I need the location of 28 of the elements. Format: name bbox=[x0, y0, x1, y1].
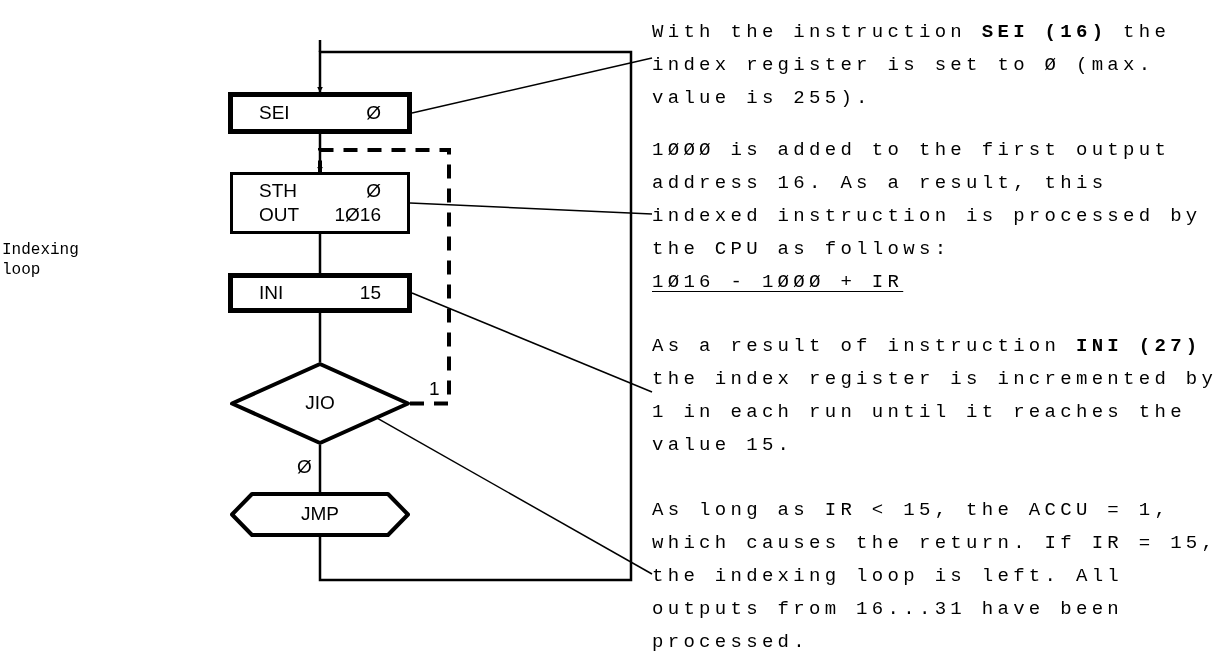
instruction-label: JMP bbox=[301, 502, 339, 527]
flow-line bbox=[318, 234, 322, 273]
instruction-operand: 1Ø16 bbox=[334, 203, 381, 227]
annotation-text: 1Ø16 - 1ØØØ + IR bbox=[652, 270, 904, 295]
instruction-mnemonic: SEI bbox=[259, 101, 291, 125]
instruction-operand: Ø bbox=[366, 101, 381, 125]
annotation-text: 1ØØØ is added to the first output address 16. As a result, this indexed instruction is processed by the CPU as follows: bbox=[652, 138, 1203, 262]
flow-line bbox=[318, 313, 322, 362]
instruction-mnemonic: OUT bbox=[259, 203, 301, 227]
loop-label: Indexing loop bbox=[2, 240, 80, 280]
instruction-operand: Ø bbox=[365, 179, 381, 203]
instruction-label: JIO bbox=[305, 391, 335, 416]
annotation-text: With the instruction SEI (16) the index register is set to Ø (max. value is 255). bbox=[652, 20, 1172, 111]
instruction-mnemonic: INI bbox=[259, 281, 285, 305]
instruction-box bbox=[228, 273, 412, 313]
annotation-text: As a result of instruction INI (27) the index register is incremented by 1 in each run until it reaches the value 15. bbox=[652, 334, 1219, 458]
leader-line bbox=[376, 417, 653, 575]
annotation-text: As long as IR < 15, the ACCU = 1, which causes the return. If IR = 15, the indexing loop is left. All outputs from 16...31 have been processed. bbox=[652, 498, 1219, 653]
instruction-mnemonic: STH bbox=[259, 179, 298, 203]
instruction-box bbox=[230, 172, 410, 234]
leader-line bbox=[411, 57, 653, 114]
leader-line bbox=[411, 292, 653, 393]
flow-line bbox=[318, 445, 322, 492]
instruction-box bbox=[228, 92, 412, 134]
leader-line bbox=[409, 202, 653, 215]
flow-arrow bbox=[317, 50, 633, 582]
flow-arrow bbox=[317, 148, 451, 406]
instruction-operand: 15 bbox=[359, 281, 381, 305]
